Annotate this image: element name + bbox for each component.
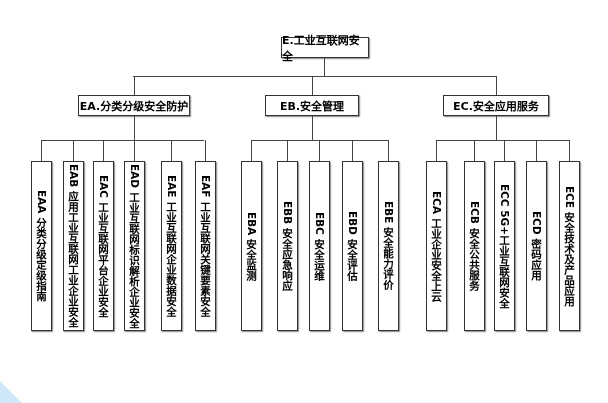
connector [134, 76, 135, 95]
leaf-node: EBD 安全评估 [342, 161, 363, 331]
leaf-label: EBB 安全应急响应 [281, 201, 293, 291]
leaf-label: EBE 安全能力评价 [382, 201, 394, 291]
connector [41, 140, 42, 161]
leaf-node: EAB 应用工业互联网工业企业安全 [63, 161, 84, 331]
connector [41, 140, 204, 141]
leaf-label: EAB 应用工业互联网工业企业安全 [67, 164, 79, 328]
leaf-label: EAE 工业互联网企业数据安全 [165, 175, 177, 317]
leaf-node: ECE 安全技术及产品应用 [559, 161, 580, 331]
leaf-label: ECC 5G+工业互联网安全 [498, 183, 510, 309]
leaf-label: EBD 安全评估 [346, 211, 358, 281]
connector [324, 58, 325, 76]
leaf-node: EAC 工业互联网平台企业安全 [93, 161, 114, 331]
connector [436, 140, 437, 161]
leaf-node: EBE 安全能力评价 [378, 161, 399, 331]
connector [496, 116, 497, 140]
connector [73, 140, 74, 161]
connector [496, 76, 497, 95]
leaf-node: EBA 安全监测 [241, 161, 262, 331]
group-node: EC.安全应用服务 [443, 95, 549, 116]
leaf-node: ECC 5G+工业互联网安全 [494, 161, 515, 331]
group-node: EA.分类分级安全防护 [78, 95, 190, 116]
leaf-label: EAD 工业互联网标识解析企业安全 [128, 163, 140, 329]
connector [287, 140, 288, 161]
leaf-node: EBC 安全运维 [309, 161, 330, 331]
leaf-label: ECD 密码应用 [530, 211, 542, 281]
leaf-label: EBA 安全监测 [245, 211, 257, 281]
leaf-node: ECD 密码应用 [526, 161, 547, 331]
leaf-node: EBB 安全应急响应 [277, 161, 298, 331]
leaf-label: EAA 分类分级定级指南 [35, 190, 47, 302]
connector [474, 140, 475, 161]
group-node: EB.安全管理 [265, 95, 359, 116]
connector [312, 76, 313, 95]
connector [504, 140, 505, 161]
connector [134, 140, 135, 161]
root-node: E.工业互联网安全 [281, 34, 369, 63]
connector [171, 140, 172, 161]
connector [134, 116, 135, 140]
connector [319, 140, 320, 161]
leaf-label: EBC 安全运维 [313, 211, 325, 281]
leaf-label: EAF 工业互联网关键要素安全 [199, 175, 211, 317]
leaf-node: ECB 安全公共服务 [464, 161, 485, 331]
connector [352, 140, 353, 161]
connector [388, 140, 389, 161]
connector [536, 140, 537, 161]
leaf-label: ECE 安全技术及产品应用 [563, 185, 575, 307]
connector [312, 116, 313, 140]
leaf-node: EAF 工业互联网关键要素安全 [195, 161, 216, 331]
leaf-label: ECB 安全公共服务 [468, 201, 480, 291]
leaf-label: ECA 工业企业安全上云 [430, 190, 442, 302]
leaf-node: EAA 分类分级定级指南 [31, 161, 52, 331]
connector [103, 140, 104, 161]
corner-decoration [0, 381, 22, 403]
leaf-node: ECA 工业企业安全上云 [426, 161, 447, 331]
leaf-node: EAD 工业互联网标识解析企业安全 [124, 161, 145, 331]
leaf-node: EAE 工业互联网企业数据安全 [161, 161, 182, 331]
connector [436, 140, 569, 141]
connector [569, 140, 570, 161]
connector [205, 140, 206, 161]
connector [133, 76, 496, 77]
connector [251, 140, 252, 161]
leaf-label: EAC 工业互联网平台企业安全 [97, 174, 109, 318]
